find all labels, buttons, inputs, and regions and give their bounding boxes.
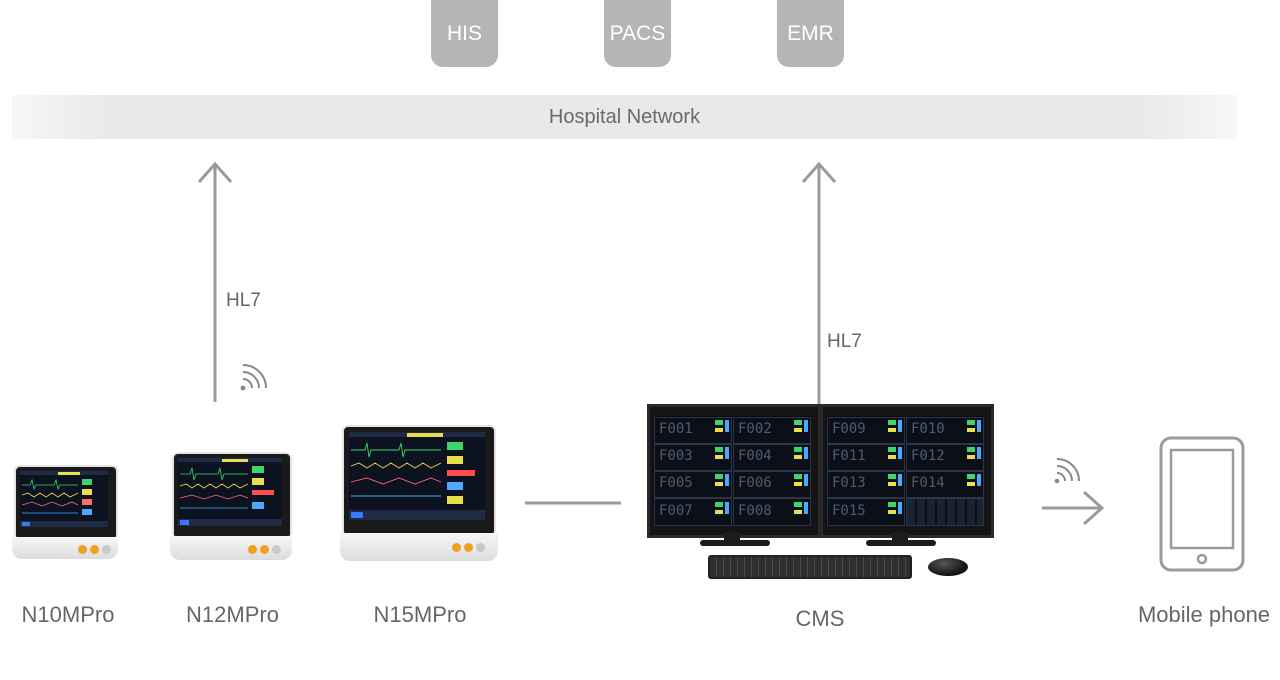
cms-label: CMS xyxy=(795,606,845,631)
connection-line xyxy=(525,501,621,505)
right-arrow xyxy=(1042,490,1105,526)
wifi-icon xyxy=(240,364,267,391)
bed-label: F007 xyxy=(659,503,693,519)
hospital-network-label: Hospital Network xyxy=(548,106,701,128)
right-up-arrow xyxy=(801,161,837,406)
mobile-phone-label: Mobile phone xyxy=(1137,602,1271,627)
bed-label: F004 xyxy=(738,448,772,464)
n12mpro-device xyxy=(170,452,295,567)
n10mpro-label: N10MPro xyxy=(21,602,115,627)
left-up-arrow xyxy=(197,161,233,402)
n12mpro-label: N12MPro xyxy=(186,602,279,627)
hl7-label-left: HL7 xyxy=(226,290,261,311)
bed-label: F009 xyxy=(832,421,866,437)
bed-label: F012 xyxy=(911,448,945,464)
emr-box: EMR xyxy=(777,0,844,67)
his-box: HIS xyxy=(431,0,498,67)
bed-label: F010 xyxy=(911,421,945,437)
mobile-phone-icon xyxy=(1159,436,1245,572)
n15mpro-label: N15MPro xyxy=(373,602,467,627)
n10mpro-device xyxy=(12,465,122,565)
bed-label: F014 xyxy=(911,475,945,491)
mouse xyxy=(928,558,968,576)
hospital-network-bar: Hospital Network xyxy=(12,95,1237,139)
hl7-label-right: HL7 xyxy=(827,331,862,352)
bed-label: F011 xyxy=(832,448,866,464)
bed-label: F015 xyxy=(832,503,866,519)
bed-label: F001 xyxy=(659,421,693,437)
keyboard xyxy=(708,555,912,579)
bed-label: F013 xyxy=(832,475,866,491)
bed-label: F002 xyxy=(738,421,772,437)
bed-label: F003 xyxy=(659,448,693,464)
pacs-box: PACS xyxy=(604,0,671,67)
bed-label: F005 xyxy=(659,475,693,491)
bed-label: F006 xyxy=(738,475,772,491)
n15mpro-device xyxy=(340,425,500,567)
wifi-icon xyxy=(1054,458,1080,484)
bed-label: F008 xyxy=(738,503,772,519)
